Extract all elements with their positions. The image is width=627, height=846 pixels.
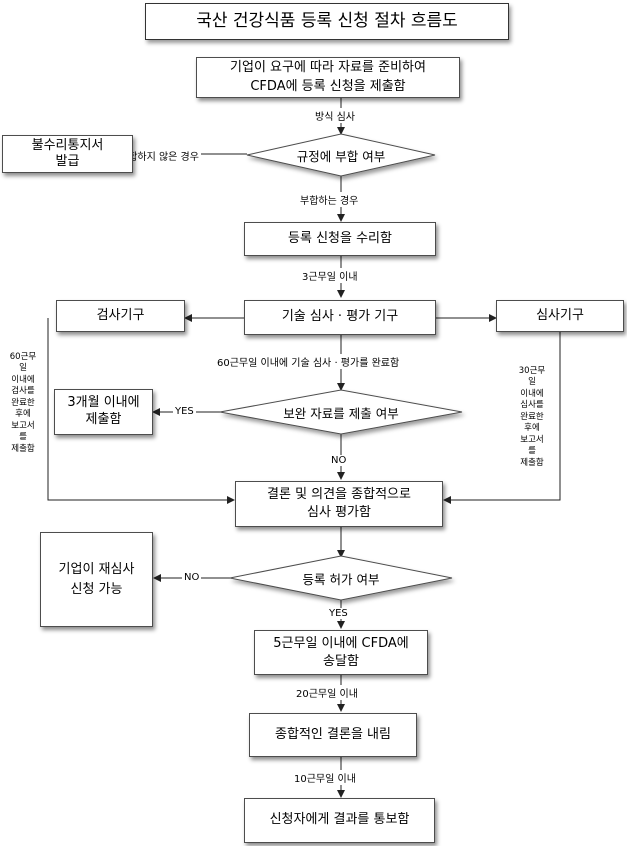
box-submit-line1: 기업이 요구에 따라 자료를 준비하여: [230, 59, 426, 75]
box-comprehensive-line2: 심사 평가함: [307, 505, 371, 520]
box-inspection-agency: 검사기구: [56, 300, 185, 332]
edge-review-to-comprehensive: [443, 318, 561, 504]
box-comprehensive-line1: 결론 및 의견을 종합적으로: [267, 487, 411, 503]
label-within-20-days: 20근무일 이내: [294, 685, 360, 700]
label-compliant: 부합하는 경우: [298, 192, 361, 207]
decision-approval: 등록 허가 여부: [302, 572, 380, 587]
decision-compliance-shape: [246, 133, 436, 177]
box-comprehensive-review: 결론 및 의견을 종합적으로 심사 평가함: [235, 481, 443, 527]
box-reapply-line2: 신청 가능: [70, 581, 123, 597]
box-submit-line2: CFDA에 등록 신청을 제출함: [250, 78, 406, 94]
box-send-to-cfda: 5근무일 이내에 CFDA에 송달함: [254, 630, 428, 675]
label-within-60-days-tech: 60근무일 이내에 기술 심사 · 평가를 완료함: [215, 354, 402, 369]
box-rejection-line2: 발급: [55, 154, 80, 169]
label-within-3-days: 3근무일 이내: [300, 268, 360, 283]
box-notify-applicant: 신청자에게 결과를 통보함: [244, 798, 435, 843]
box-tech-review: 기술 심사 · 평가 기구: [244, 300, 436, 335]
box-review-agency: 심사기구: [496, 300, 624, 332]
label-formal-review: 방식 심사: [313, 108, 357, 123]
label-yes-approval: YES: [327, 608, 350, 619]
label-review-30-days: 30근무 일 이내에 심사를 완료한 후에 보고서 를 제출함: [512, 366, 552, 470]
label-no-supplement: NO: [329, 455, 349, 466]
label-not-compliant: 부합하지 않은 경우: [117, 148, 201, 163]
page-title: 국산 건강식품 등록 신청 절차 흐름도: [145, 3, 509, 40]
box-send-line2: 송달함: [323, 653, 359, 669]
decision-approval-shape: [229, 555, 453, 601]
decision-compliance: 규정에 부합 여부: [296, 149, 386, 164]
box-rejection-line1: 불수리통지서: [31, 138, 104, 154]
label-within-10-days: 10근무일 이내: [292, 770, 358, 785]
box-submit-application: 기업이 요구에 따라 자료를 준비하여 CFDA에 등록 신청을 제출함: [196, 57, 460, 98]
box-send-line1: 5근무일 이내에 CFDA에: [273, 635, 409, 651]
label-inspection-60-days: 60근무 일 이내에 검사를 완료한 후에 보고서 를 제출함: [3, 352, 43, 456]
box-3months-line1: 3개월 이내에: [67, 395, 140, 411]
decision-supplement-shape: [219, 389, 463, 435]
box-rejection-notice: 불수리통지서 발급: [2, 135, 133, 173]
box-reapply-line1: 기업이 재심사: [58, 562, 135, 577]
edge-inspection-to-comprehensive: [47, 318, 235, 504]
decision-supplement: 보완 자료를 제출 여부: [283, 406, 399, 421]
box-3months-line2: 제출함: [85, 412, 122, 427]
box-final-conclusion: 종합적인 결론을 내림: [249, 713, 417, 757]
label-no-approval: NO: [182, 572, 202, 583]
label-yes-supplement: YES: [173, 406, 196, 417]
box-within-3-months: 3개월 이내에 제출함: [54, 389, 153, 435]
box-accept-application: 등록 신청을 수리함: [244, 222, 436, 256]
box-reapply: 기업이 재심사 신청 가능: [40, 532, 153, 627]
